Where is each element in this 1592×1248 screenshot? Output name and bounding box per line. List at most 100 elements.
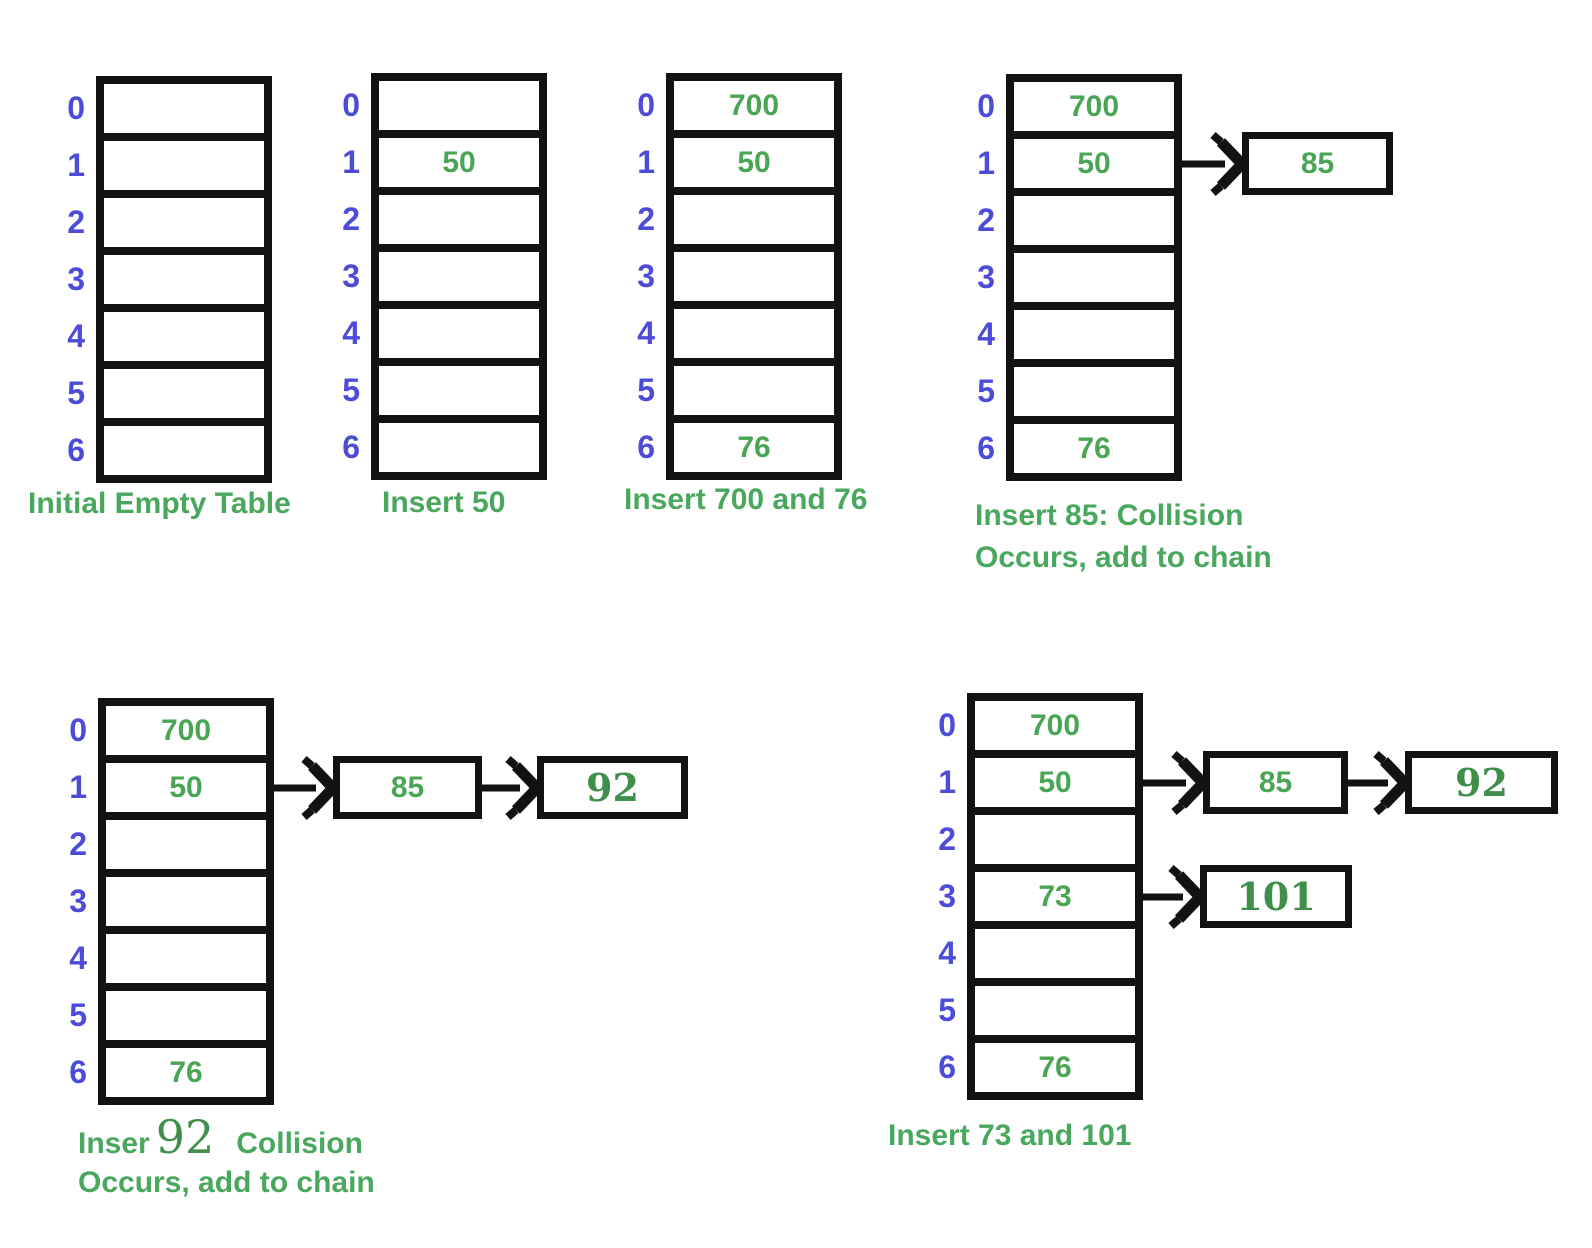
index-column: 0 1 2 3 4 5 6 <box>955 74 995 473</box>
table-cell: 50 <box>379 138 539 187</box>
index-label: 0 <box>69 712 87 748</box>
chain-arrow <box>1142 751 1210 815</box>
index-label: 5 <box>977 373 995 409</box>
index-label: 3 <box>637 258 655 294</box>
caption-insert700-76: Insert 700 and 76 <box>624 483 868 516</box>
table-cell: 50 <box>975 758 1135 807</box>
table-cell: 50 <box>674 138 834 187</box>
table-cell: 76 <box>106 1048 266 1097</box>
hash-table-insert73-101: 0 1 2 3 4 5 6 700 50 73 76 <box>916 693 1143 1100</box>
hash-table-insert92: 0 1 2 3 4 5 6 700 50 76 <box>47 698 274 1105</box>
table-cell <box>106 934 266 983</box>
index-label: 4 <box>938 935 956 971</box>
table-cell <box>674 252 834 301</box>
cell-value: 700 <box>160 713 212 747</box>
index-label: 4 <box>977 316 995 352</box>
cell-value: 76 <box>1077 431 1111 465</box>
table-cell: 700 <box>1014 82 1174 131</box>
table-cell <box>379 309 539 358</box>
table-cell <box>1014 367 1174 416</box>
index-label: 2 <box>342 201 360 237</box>
table-cell: 700 <box>674 81 834 130</box>
caption-initial: Initial Empty Table <box>28 487 291 520</box>
index-label: 5 <box>69 997 87 1033</box>
caption-word: Inser <box>78 1127 150 1160</box>
table-cell <box>674 366 834 415</box>
table-cell <box>379 423 539 472</box>
chain-node: 85 <box>1203 751 1348 814</box>
chain-arrow <box>1139 865 1207 929</box>
index-label: 3 <box>938 878 956 914</box>
table-cell <box>674 195 834 244</box>
bucket-array: 700 50 76 <box>1006 74 1182 481</box>
index-label: 0 <box>67 90 85 126</box>
index-label: 1 <box>67 147 85 183</box>
index-column: 0 1 2 3 4 5 6 <box>916 693 956 1092</box>
table-cell <box>379 252 539 301</box>
index-label: 0 <box>977 88 995 124</box>
table-cell <box>104 312 264 361</box>
table-cell: 76 <box>1014 424 1174 473</box>
table-cell <box>104 141 264 190</box>
table-cell <box>104 255 264 304</box>
table-cell <box>975 986 1135 1035</box>
table-cell <box>674 309 834 358</box>
hash-table-insert700-76: 0 1 2 3 4 5 6 700 50 76 <box>615 73 842 480</box>
chain-arrow <box>1181 132 1249 196</box>
cell-value: 700 <box>728 88 780 122</box>
chain-node: 85 <box>1242 132 1393 195</box>
caption-insert50: Insert 50 <box>382 486 506 519</box>
index-label: 5 <box>342 372 360 408</box>
index-label: 2 <box>637 201 655 237</box>
index-label: 2 <box>977 202 995 238</box>
table-cell: 50 <box>106 763 266 812</box>
index-label: 4 <box>69 940 87 976</box>
chain-arrow <box>272 756 340 820</box>
index-label: 2 <box>938 821 956 857</box>
index-label: 0 <box>342 87 360 123</box>
cell-value: 50 <box>169 770 203 804</box>
index-label: 4 <box>342 315 360 351</box>
index-column: 0 1 2 3 4 5 6 <box>47 698 87 1097</box>
table-cell: 76 <box>975 1043 1135 1092</box>
bucket-array: 700 50 73 76 <box>967 693 1143 1100</box>
index-label: 5 <box>938 992 956 1028</box>
table-cell <box>104 369 264 418</box>
caption-big-number: 92 <box>155 1110 215 1164</box>
index-label: 1 <box>938 764 956 800</box>
index-label: 1 <box>69 769 87 805</box>
cell-value: 50 <box>1038 765 1072 799</box>
table-cell: 50 <box>1014 139 1174 188</box>
cell-value: 76 <box>169 1055 203 1089</box>
table-cell: 76 <box>674 423 834 472</box>
index-label: 6 <box>67 432 85 468</box>
table-cell <box>104 426 264 475</box>
cell-value: 73 <box>1038 879 1072 913</box>
hash-table-initial: 0 1 2 3 4 5 6 <box>45 76 272 483</box>
index-label: 1 <box>637 144 655 180</box>
bucket-array: 50 <box>371 73 547 480</box>
index-label: 6 <box>977 430 995 466</box>
caption-line: Insert 85: Collision <box>975 499 1244 532</box>
caption-insert85: Insert 85: Collision Occurs, add to chai… <box>975 495 1272 579</box>
table-cell <box>1014 196 1174 245</box>
caption-insert73-101: Insert 73 and 101 <box>888 1119 1132 1152</box>
table-cell <box>104 198 264 247</box>
table-cell <box>379 81 539 130</box>
index-column: 0 1 2 3 4 5 6 <box>615 73 655 472</box>
table-cell <box>379 366 539 415</box>
index-label: 6 <box>342 429 360 465</box>
cell-value: 76 <box>1038 1050 1072 1084</box>
cell-value: 50 <box>1077 146 1111 180</box>
index-label: 3 <box>67 261 85 297</box>
table-cell <box>975 929 1135 978</box>
caption-line: Occurs, add to chain <box>975 541 1272 574</box>
index-label: 4 <box>67 318 85 354</box>
bucket-array: 700 50 76 <box>98 698 274 1105</box>
table-cell <box>1014 310 1174 359</box>
index-label: 1 <box>342 144 360 180</box>
caption-word: Collision <box>236 1127 363 1160</box>
table-cell <box>104 84 264 133</box>
